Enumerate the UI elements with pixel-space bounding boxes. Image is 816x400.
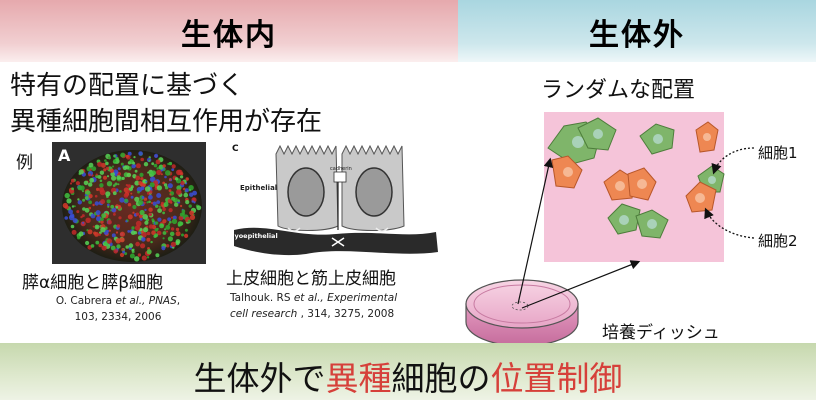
cell-2-pointer xyxy=(704,207,755,239)
conclusion-text: 生体外で異種細胞の位置制御 xyxy=(193,359,623,398)
islet-fluorescence-image xyxy=(52,142,206,264)
epithelium-diagram: Epithelial Myoepithelial cadherin xyxy=(228,144,438,256)
panel-c-letter: C xyxy=(232,144,239,154)
cadherin-label: cadherin xyxy=(330,166,352,172)
conclusion-banner: 生体外で異種細胞の位置制御 xyxy=(0,343,816,400)
panel-c-citation: Talhouk. RS et al., Experimental cell re… xyxy=(230,292,398,320)
cell-1-pointer xyxy=(711,147,755,175)
heterotypic-highlight: 異種 xyxy=(325,359,392,398)
panel-a-citation: O. Cabrera et al., PNAS, 103, 2334, 2006 xyxy=(55,295,181,323)
in-vivo-description-line2: 異種細胞間相互作用が存在 xyxy=(10,107,323,137)
example-label: 例 xyxy=(16,153,33,173)
panel-a-letter: A xyxy=(58,146,71,165)
cell-type-2-group xyxy=(551,121,719,213)
random-culture-illustration xyxy=(465,112,755,346)
culture-dish xyxy=(465,279,579,346)
cell-2-label: 細胞2 xyxy=(758,232,798,250)
magnify-arrow-up xyxy=(517,157,554,305)
myoepithelial-label: Myoepithelial xyxy=(228,232,278,240)
random-placement-title: ランダムな配置 xyxy=(541,78,696,103)
in-vivo-header: 生体内 xyxy=(0,0,458,62)
in-vitro-title: 生体外 xyxy=(589,18,685,53)
epithelial-label: Epithelial xyxy=(240,184,277,192)
in-vivo-title: 生体内 xyxy=(181,18,277,53)
culture-dish-label: 培養ディッシュ xyxy=(602,323,720,343)
panel-c-caption: 上皮細胞と筋上皮細胞 xyxy=(226,269,396,289)
magnify-arrow-right xyxy=(521,260,641,309)
in-vitro-header: 生体外 xyxy=(458,0,816,62)
in-vivo-description-line1: 特有の配置に基づく xyxy=(10,71,245,101)
in-vivo-description: 特有の配置に基づく 異種細胞間相互作用が存在 xyxy=(10,68,450,140)
position-control-highlight: 位置制御 xyxy=(490,359,623,398)
cell-1-label: 細胞1 xyxy=(758,144,798,162)
panel-a-caption: 膵α細胞と膵β細胞 xyxy=(22,273,164,293)
